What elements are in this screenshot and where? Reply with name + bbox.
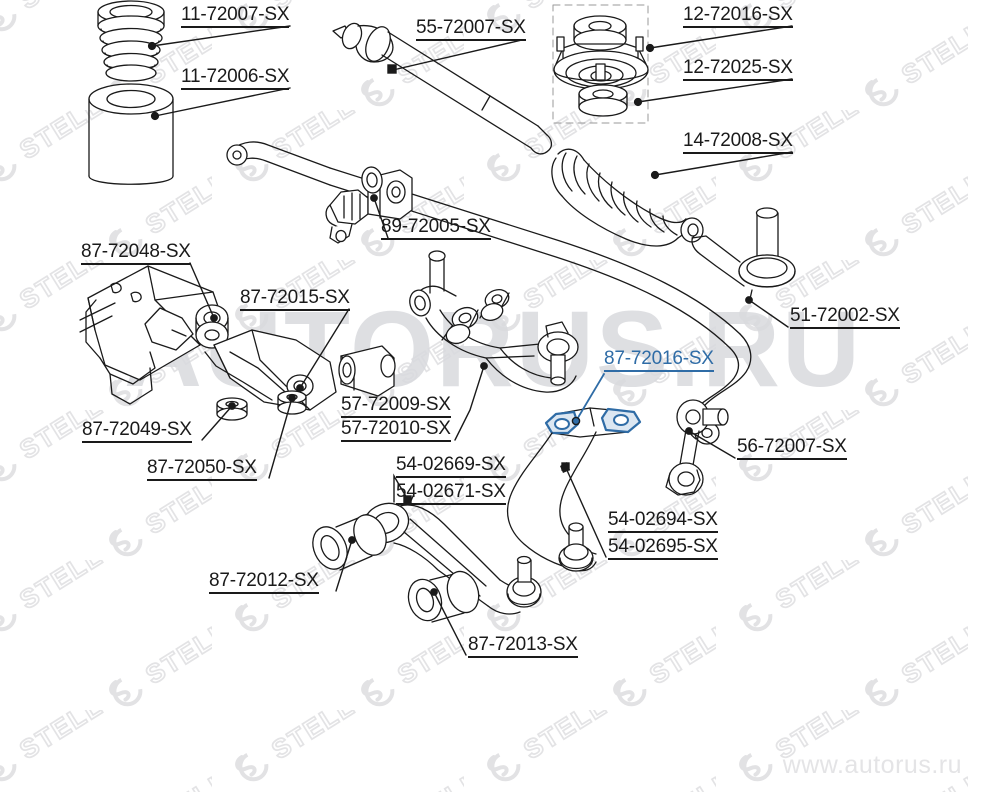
part-label-87-72048-sx: 87-72048-SX — [81, 242, 191, 265]
part-bump-stop — [98, 1, 164, 81]
part-label-87-72013-sx: 87-72013-SX — [468, 635, 578, 658]
part-subframe-bracket — [80, 266, 228, 404]
part-label-57-72009-sx: 57-72009-SX — [341, 395, 451, 418]
part-label-87-72050-sx: 87-72050-SX — [147, 458, 257, 481]
part-label-11-72006-sx: 11-72006-SX — [181, 67, 290, 90]
part-control-arm-left — [205, 330, 336, 410]
part-outer-tie-rod-end — [692, 208, 795, 299]
part-rack-boot — [552, 149, 703, 246]
part-label-12-72016-sx: 12-72016-SX — [683, 5, 793, 28]
part-label-89-72005-sx: 89-72005-SX — [381, 217, 491, 240]
part-label-54-02694-sx: 54-02694-SX — [608, 510, 718, 533]
footer-url: www.autorus.ru — [782, 751, 962, 779]
part-label-14-72008-sx: 14-72008-SX — [683, 131, 793, 154]
part-label-54-02671-sx: 54-02671-SX — [396, 482, 506, 505]
part-label-87-72015-sx: 87-72015-SX — [240, 288, 350, 311]
part-label-12-72025-sx: 12-72025-SX — [683, 58, 793, 81]
part-label-54-02669-sx: 54-02669-SX — [396, 455, 506, 478]
part-rear-lower-arm — [508, 432, 596, 571]
part-label-54-02695-sx: 54-02695-SX — [608, 537, 718, 560]
part-lower-arm-bushing-highlighted — [546, 408, 640, 437]
part-stabilizer-link — [666, 400, 728, 495]
part-label-87-72049-sx: 87-72049-SX — [82, 420, 192, 443]
part-label-55-72007-sx: 55-72007-SX — [416, 18, 526, 41]
part-label-87-72016-sx[interactable]: 87-72016-SX — [604, 349, 714, 372]
part-label-56-72007-sx: 56-72007-SX — [737, 437, 847, 460]
part-strut-mount — [553, 5, 648, 123]
part-upper-arm-bushings — [339, 346, 395, 396]
part-upper-control-arm — [407, 251, 578, 392]
part-arm-bushing-rear — [403, 567, 483, 625]
part-label-57-72010-sx: 57-72010-SX — [341, 419, 451, 442]
part-label-87-72012-sx: 87-72012-SX — [209, 571, 319, 594]
part-label-51-72002-sx: 51-72002-SX — [790, 306, 900, 329]
part-label-11-72007-sx: 11-72007-SX — [181, 5, 290, 28]
part-dust-cover-sleeve — [89, 84, 173, 184]
